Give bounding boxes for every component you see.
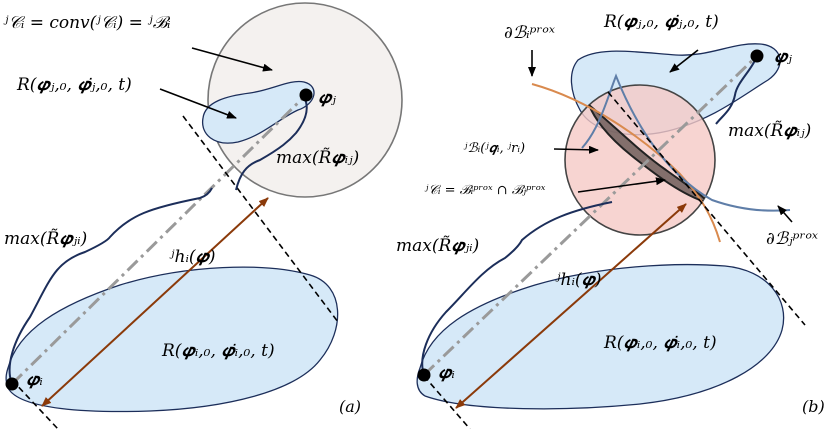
arrow-to-reach-j-b bbox=[669, 49, 699, 73]
label-reach-j-b: R(𝝋ⱼ,₀, 𝝋̇ⱼ,₀, t) bbox=[603, 12, 719, 32]
arrow-to-prox-j bbox=[777, 205, 793, 223]
label-phi-i-a: 𝝋ᵢ bbox=[26, 370, 43, 390]
arrow-to-intersection bbox=[577, 177, 666, 193]
separator-near-i-b bbox=[423, 375, 471, 429]
reach-set-j bbox=[202, 80, 315, 144]
label-convex-set-a: ʲ𝒞ᵢ = conv(ʲ𝒞ᵢ) = ʲℬᵢ bbox=[3, 13, 171, 33]
label-phi-j-a: 𝝋ⱼ bbox=[318, 88, 336, 108]
label-max-ji-b: max(R̃𝝋ⱼᵢ) bbox=[396, 236, 479, 256]
arrow-to-ball-b bbox=[553, 145, 599, 154]
brace-max-ij-a bbox=[235, 96, 308, 191]
center-line-b bbox=[422, 54, 759, 377]
separator-near-j-b bbox=[607, 91, 806, 326]
label-phi-i-b: 𝝋ᵢ bbox=[438, 363, 455, 383]
label-ball-b: ʲℬᵢ(ʲ𝒒ᵢ, ʲrᵢ) bbox=[463, 141, 525, 156]
label-reach-i-a: R(𝝋ᵢ,₀, 𝝋̇ᵢ,₀, t) bbox=[161, 341, 275, 361]
label-phi-j-b: 𝝋ⱼ bbox=[774, 47, 792, 67]
label-max-ij-b: max(R̃𝝋ᵢⱼ) bbox=[728, 121, 811, 141]
prox-boundary-j bbox=[581, 73, 791, 212]
label-intersection: ʲ𝒞ᵢ = ℬᵢᵖʳᵒˣ ∩ ℬⱼᵖʳᵒˣ bbox=[424, 183, 546, 198]
agent-j-point-a bbox=[299, 88, 313, 102]
h-arrow-a bbox=[41, 197, 269, 407]
panel-a: ʲ𝒞ᵢ = conv(ʲ𝒞ᵢ) = ʲℬᵢ R(𝝋ⱼ,₀, 𝝋̇ⱼ,₀, t) … bbox=[3, 2, 403, 429]
panel-b: ∂ℬᵢᵖʳᵒˣ R(𝝋ⱼ,₀, 𝝋̇ⱼ,₀, t) 𝝋ⱼ max(R̃𝝋ᵢⱼ) … bbox=[396, 12, 825, 429]
separator-near-i-a bbox=[11, 379, 59, 429]
arrow-to-reach-j-a bbox=[159, 88, 237, 119]
label-reach-j-a: R(𝝋ⱼ,₀, 𝝋̇ⱼ,₀, t) bbox=[16, 75, 132, 95]
separator-near-j-a bbox=[182, 115, 339, 323]
brace-max-ij-b bbox=[715, 55, 758, 125]
label-reach-i-b: R(𝝋ᵢ,₀, 𝝋̇ᵢ,₀, t) bbox=[603, 333, 717, 353]
h-arrow-b bbox=[455, 203, 687, 409]
agent-i-point-a bbox=[5, 377, 19, 391]
label-prox-i: ∂ℬᵢᵖʳᵒˣ bbox=[504, 23, 555, 43]
label-max-ji-a: max(R̃𝝋ⱼᵢ) bbox=[4, 229, 87, 249]
arrow-to-ball-a bbox=[191, 47, 273, 72]
label-prox-j: ∂ℬⱼᵖʳᵒˣ bbox=[766, 229, 818, 249]
agent-j-point-b bbox=[750, 49, 764, 63]
label-h-a: ʲhᵢ(𝝋) bbox=[169, 247, 216, 267]
label-h-b: ʲhᵢ(𝝋) bbox=[555, 270, 602, 290]
label-max-ij-a: max(R̃𝝋ᵢⱼ) bbox=[276, 148, 359, 168]
panel-tag-b: (b) bbox=[802, 397, 825, 416]
agent-i-point-b bbox=[417, 368, 431, 382]
panel-tag-a: (a) bbox=[339, 397, 361, 416]
